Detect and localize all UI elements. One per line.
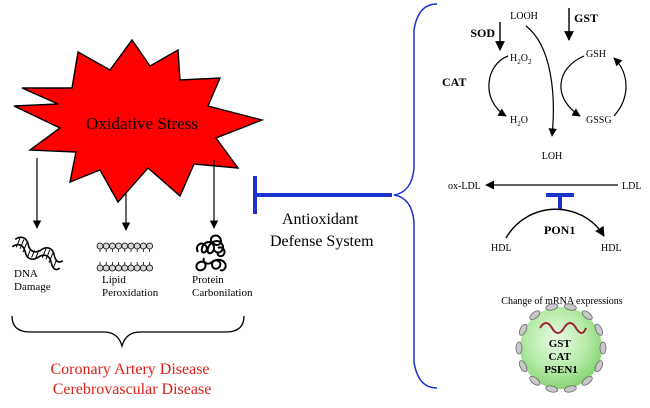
gene-list: GST CAT PSEN1 bbox=[544, 338, 578, 376]
lipid-head bbox=[127, 242, 135, 250]
lipid-head bbox=[133, 242, 141, 250]
pon1-label: PON1 bbox=[544, 223, 575, 237]
dna-damage-label-line-2: Damage bbox=[14, 281, 51, 293]
lipid-bilayer-icon bbox=[96, 242, 154, 272]
lipid-head bbox=[96, 264, 104, 272]
h2o-label: H2O bbox=[510, 115, 528, 128]
lipid-head bbox=[133, 264, 141, 272]
antioxidant-defense-line-1: Antioxidant bbox=[282, 211, 359, 228]
oxidative-stress-starburst bbox=[13, 38, 265, 204]
membrane-segment bbox=[519, 360, 528, 373]
hdl-reaction-arc bbox=[505, 208, 605, 239]
membrane-segment bbox=[581, 310, 593, 320]
antioxidant-defense-label: Antioxidant Defense System bbox=[270, 211, 374, 250]
lipid-head bbox=[102, 242, 110, 250]
lipid-peroxidation-label-line-1: Lipid bbox=[102, 274, 126, 286]
lipid-head bbox=[121, 264, 129, 272]
membrane-segment bbox=[564, 385, 577, 393]
h2o2-o: O bbox=[521, 53, 528, 64]
lipid-head bbox=[127, 264, 135, 272]
protein-carbonilation-label-line-1: Protein bbox=[192, 274, 224, 286]
hdl-in-label: HDL bbox=[491, 243, 512, 254]
protein-carbonilation-label-line-2: Carbonilation bbox=[192, 287, 253, 299]
h2o2-sub-2a: 2 bbox=[517, 58, 521, 66]
gene-gst: GST bbox=[549, 338, 572, 350]
protein-carbonilation-label: Protein Carbonilation bbox=[192, 274, 253, 299]
sod-label: SOD bbox=[470, 26, 495, 40]
ox-ldl-label: ox-LDL bbox=[448, 181, 481, 192]
h2o-o: O bbox=[521, 115, 528, 126]
lipid-head bbox=[115, 242, 122, 250]
looh-conversion-arrow bbox=[525, 25, 557, 137]
lipid-head bbox=[115, 264, 122, 272]
protein-coil-icon bbox=[195, 234, 227, 272]
lipid-head bbox=[146, 264, 154, 272]
gst-label: GST bbox=[574, 11, 598, 25]
cat-cycle-arrow bbox=[488, 55, 509, 117]
mrna-strand-icon bbox=[539, 322, 587, 334]
lipid-peroxidation-label-line-2: Peroxidation bbox=[102, 287, 159, 299]
membrane-segment bbox=[594, 360, 603, 373]
lipid-head bbox=[109, 264, 116, 272]
disease-coronary: Coronary Artery Disease bbox=[50, 361, 209, 378]
effects-brace bbox=[11, 315, 245, 349]
cat-label: CAT bbox=[442, 75, 466, 89]
h2o2-h: H bbox=[510, 53, 517, 64]
gsh-to-gssg-arrow bbox=[560, 55, 585, 117]
lipid-head bbox=[102, 264, 110, 272]
cell-membrane bbox=[515, 303, 607, 393]
lipid-head bbox=[146, 242, 154, 250]
dna-damage-label-line-1: DNA bbox=[14, 268, 38, 280]
ldl-label: LDL bbox=[622, 181, 641, 192]
membrane-segment bbox=[545, 385, 558, 393]
lipid-head bbox=[139, 264, 147, 272]
gssg-label: GSSG bbox=[586, 115, 612, 126]
h2o2-sub-2b: 2 bbox=[528, 58, 532, 66]
hdl-out-label: HDL bbox=[601, 243, 622, 254]
lipid-head bbox=[139, 242, 147, 250]
h2o-sub-2: 2 bbox=[517, 120, 521, 128]
lipid-peroxidation-label: Lipid Peroxidation bbox=[102, 274, 159, 299]
membrane-segment bbox=[594, 323, 603, 336]
loh-label: LOH bbox=[542, 151, 563, 162]
membrane-segment bbox=[599, 341, 607, 355]
lipid-head bbox=[109, 242, 116, 250]
oxidative-stress-label: Oxidative Stress bbox=[86, 114, 198, 133]
antioxidant-defense-line-2: Defense System bbox=[270, 233, 374, 250]
gene-cat: CAT bbox=[549, 351, 572, 363]
membrane-segment bbox=[519, 323, 528, 336]
lipid-head bbox=[96, 242, 104, 250]
disease-list: Coronary Artery Disease Cerebrovascular … bbox=[50, 361, 213, 398]
gsh-label: GSH bbox=[586, 49, 606, 60]
right-panel-brace bbox=[393, 3, 438, 389]
h2o2-label: H2O2 bbox=[510, 53, 532, 66]
dna-helix-icon bbox=[11, 236, 64, 271]
gssg-to-gsh-arrow bbox=[613, 57, 627, 117]
membrane-segment bbox=[581, 376, 593, 386]
dna-damage-label: DNA Damage bbox=[14, 268, 51, 293]
looh-label: LOOH bbox=[510, 11, 538, 22]
membrane-segment bbox=[545, 303, 558, 311]
lipid-head bbox=[121, 242, 129, 250]
membrane-segment bbox=[529, 310, 541, 320]
membrane-segment bbox=[564, 303, 577, 311]
disease-cerebrovascular: Cerebrovascular Disease bbox=[53, 381, 212, 398]
membrane-segment bbox=[515, 341, 523, 355]
membrane-segment bbox=[529, 376, 541, 386]
mrna-caption: Change of mRNA expressions bbox=[501, 296, 622, 307]
h2o-h: H bbox=[510, 115, 517, 126]
gene-psen1: PSEN1 bbox=[544, 364, 578, 376]
